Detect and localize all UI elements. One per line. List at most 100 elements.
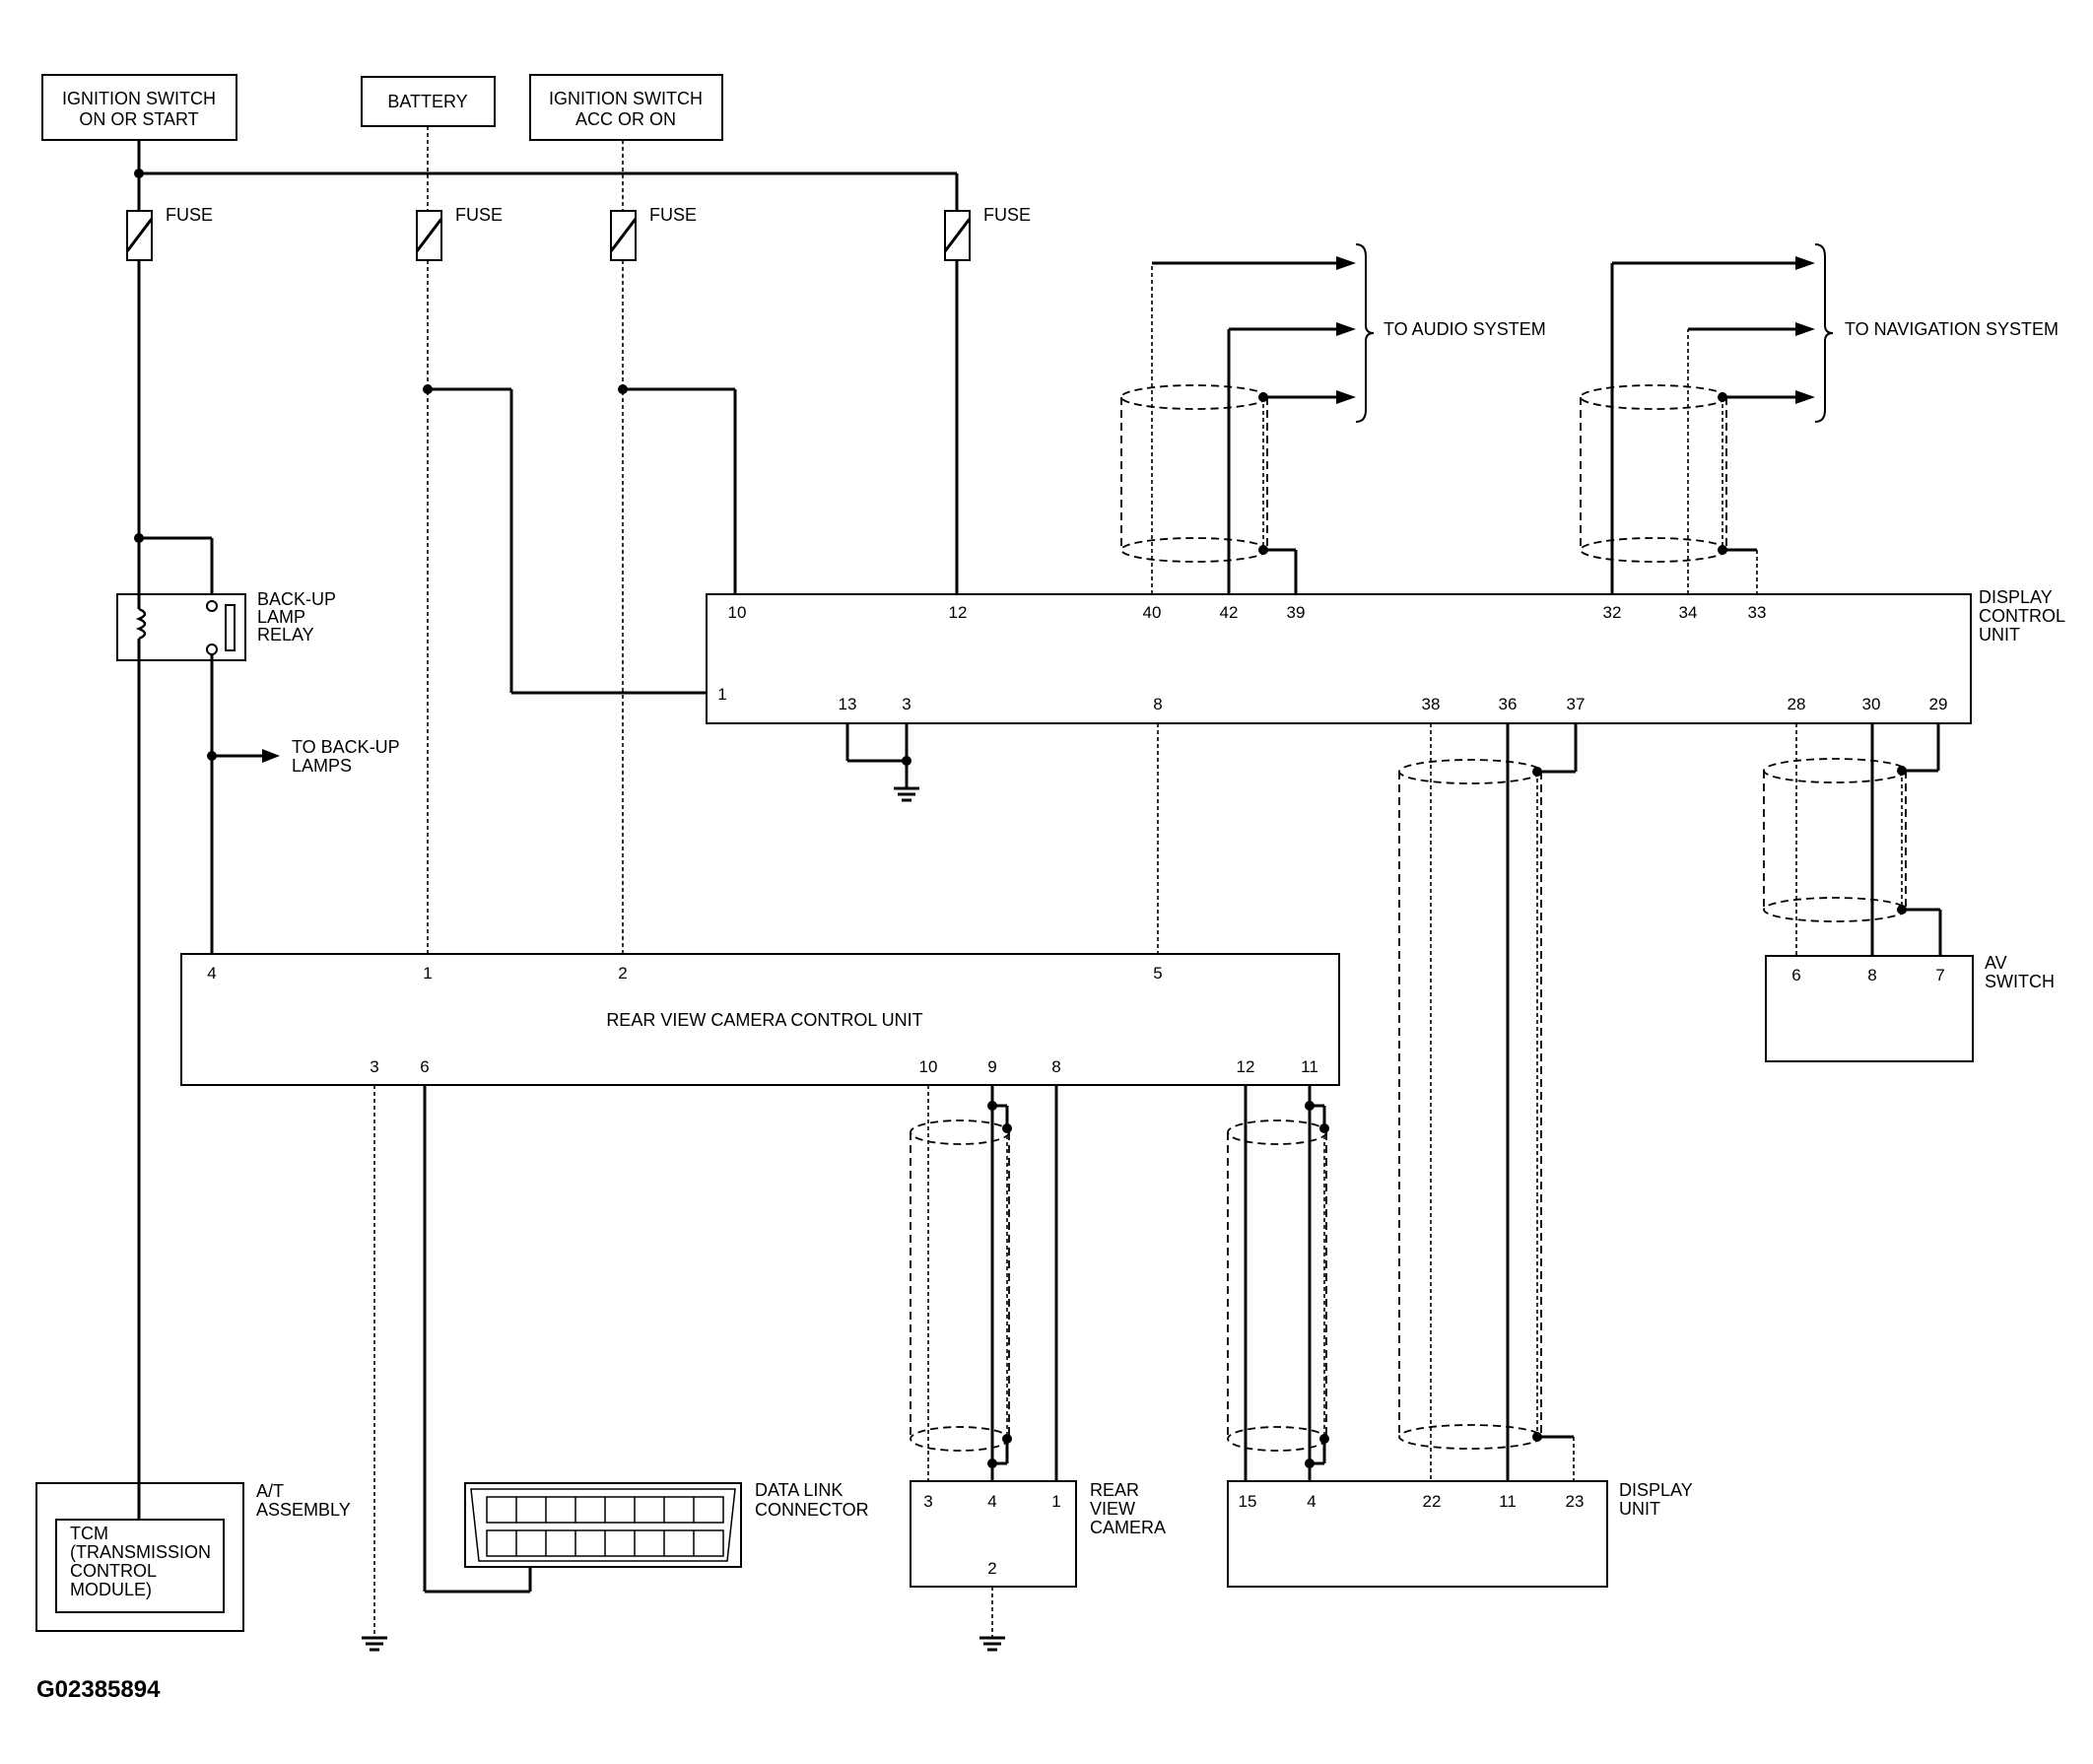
svg-text:CONTROL: CONTROL [1979,606,2065,626]
svg-text:42: 42 [1220,603,1239,622]
svg-text:AV: AV [1985,953,2007,973]
fuse-1: FUSE [125,205,213,261]
svg-text:11: 11 [1301,1057,1318,1076]
svg-text:A/T: A/T [256,1481,284,1501]
svg-text:BACK-UP: BACK-UP [257,589,336,609]
svg-text:36: 36 [1499,695,1518,713]
svg-text:FUSE: FUSE [455,205,503,225]
svg-text:7: 7 [1935,966,1944,984]
svg-text:10: 10 [919,1057,938,1076]
svg-text:FUSE: FUSE [649,205,697,225]
svg-text:10: 10 [728,603,747,622]
svg-text:SWITCH: SWITCH [1985,972,2055,991]
svg-text:3: 3 [923,1492,932,1511]
svg-text:ASSEMBLY: ASSEMBLY [256,1500,351,1520]
rvccu-ground [362,1085,387,1652]
display-unit-shielded-cable [1398,723,1578,1481]
svg-text:TO NAVIGATION SYSTEM: TO NAVIGATION SYSTEM [1845,319,2059,339]
svg-text:15: 15 [1239,1492,1257,1511]
svg-text:2: 2 [987,1559,996,1578]
svg-text:CONTROL: CONTROL [70,1561,157,1581]
svg-text:1: 1 [423,964,432,983]
svg-text:6: 6 [420,1057,429,1076]
dcu-ground [845,723,919,802]
svg-text:30: 30 [1862,695,1881,713]
fuse-2: FUSE [415,205,503,261]
svg-text:8: 8 [1153,695,1162,713]
svg-text:22: 22 [1423,1492,1442,1511]
ignition-switch-on-start-box: IGNITION SWITCH ON OR START [41,74,237,141]
svg-text:34: 34 [1679,603,1698,622]
svg-text:MODULE): MODULE) [70,1580,152,1599]
svg-text:ACC OR ON: ACC OR ON [575,109,676,129]
svg-text:12: 12 [949,603,968,622]
svg-text:CONNECTOR: CONNECTOR [755,1500,869,1520]
svg-text:4: 4 [987,1492,996,1511]
battery-box: BATTERY [361,76,496,127]
svg-text:1: 1 [717,685,726,704]
svg-text:8: 8 [1867,966,1876,984]
svg-text:RELAY: RELAY [257,625,314,645]
svg-text:4: 4 [207,964,216,983]
svg-text:12: 12 [1237,1057,1255,1076]
svg-text:2: 2 [618,964,627,983]
ignition-switch-acc-on-box: IGNITION SWITCH ACC OR ON [529,74,723,141]
navigation-shielded-cable: TO NAVIGATION SYSTEM [1580,243,2059,594]
svg-text:DISPLAY: DISPLAY [1619,1480,1693,1500]
svg-text:FUSE: FUSE [166,205,213,225]
data-link-connector: DATA LINK CONNECTOR [464,1480,869,1568]
figure-id: G02385894 [36,1676,161,1703]
av-switch: AV SWITCH 6 8 7 [1763,723,2055,1062]
svg-text:CAMERA: CAMERA [1090,1518,1166,1537]
display-control-unit: DISPLAY CONTROL UNIT 10 12 40 42 39 32 3… [706,587,2065,724]
power-wires [134,126,959,1483]
fuse-4: FUSE [943,205,1031,261]
svg-text:LAMPS: LAMPS [292,756,352,776]
svg-text:LAMP: LAMP [257,607,305,627]
svg-text:23: 23 [1566,1492,1585,1511]
svg-text:VIEW: VIEW [1090,1499,1135,1519]
rear-view-camera: REAR VIEW CAMERA 3 4 1 2 [910,1480,1166,1652]
svg-text:(TRANSMISSION: (TRANSMISSION [70,1542,211,1562]
svg-text:38: 38 [1422,695,1441,713]
svg-text:ON OR START: ON OR START [79,109,198,129]
display-unit: DISPLAY UNIT 15 4 22 11 23 [1227,1480,1693,1588]
svg-text:28: 28 [1788,695,1806,713]
svg-text:11: 11 [1499,1492,1517,1511]
svg-text:4: 4 [1307,1492,1316,1511]
fuse-3: FUSE [609,205,697,261]
svg-text:13: 13 [839,695,857,713]
svg-text:REAR VIEW CAMERA CONTROL UNIT: REAR VIEW CAMERA CONTROL UNIT [606,1010,922,1030]
audio-shielded-cable: TO AUDIO SYSTEM [1120,243,1546,594]
svg-text:1: 1 [1051,1492,1060,1511]
camera-shielded-cable [910,1085,1058,1481]
rear-view-camera-control-unit: REAR VIEW CAMERA CONTROL UNIT 4 1 2 5 3 … [180,953,1340,1086]
svg-text:IGNITION SWITCH: IGNITION SWITCH [549,89,703,108]
svg-text:BATTERY: BATTERY [387,92,467,111]
svg-text:9: 9 [987,1057,996,1076]
svg-text:33: 33 [1748,603,1767,622]
display-unit-video-cable [1227,1085,1329,1481]
svg-text:6: 6 [1791,966,1800,984]
backup-lamp-relay: BACK-UP LAMP RELAY TO BACK-UP LAMPS [116,533,400,954]
svg-text:DATA LINK: DATA LINK [755,1480,843,1500]
svg-text:3: 3 [370,1057,378,1076]
svg-text:TO AUDIO SYSTEM: TO AUDIO SYSTEM [1384,319,1546,339]
svg-text:UNIT: UNIT [1979,625,2020,645]
svg-text:TO BACK-UP: TO BACK-UP [292,737,400,757]
at-assembly: A/T ASSEMBLY TCM (TRANSMISSION CONTROL M… [35,1481,351,1632]
svg-text:TCM: TCM [70,1524,108,1543]
svg-text:32: 32 [1603,603,1622,622]
svg-text:39: 39 [1287,603,1306,622]
svg-text:DISPLAY: DISPLAY [1979,587,2053,607]
svg-text:IGNITION SWITCH: IGNITION SWITCH [62,89,216,108]
svg-text:FUSE: FUSE [983,205,1031,225]
svg-text:40: 40 [1143,603,1162,622]
svg-text:REAR: REAR [1090,1480,1139,1500]
svg-text:UNIT: UNIT [1619,1499,1660,1519]
svg-text:3: 3 [902,695,911,713]
svg-text:5: 5 [1153,964,1162,983]
svg-text:29: 29 [1929,695,1948,713]
svg-text:37: 37 [1567,695,1586,713]
